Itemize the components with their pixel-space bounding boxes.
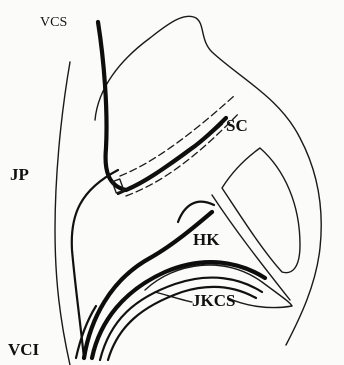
label-sc: SC [226,116,248,135]
inner-right-wall [212,195,290,300]
outer-contour-left [55,62,70,365]
hk-loop [178,202,214,222]
label-hk: HK [193,230,220,249]
sc-sheath-upper [120,96,234,176]
label-vcs: VCS [40,15,67,30]
label-jp: JP [10,165,29,184]
vcs-vessel [98,22,226,190]
label-vci: VCI [8,340,40,359]
label-jkcs: JKCS [192,291,235,310]
inner-chamber-outline [222,148,300,273]
jkcs-vessel [92,262,265,358]
